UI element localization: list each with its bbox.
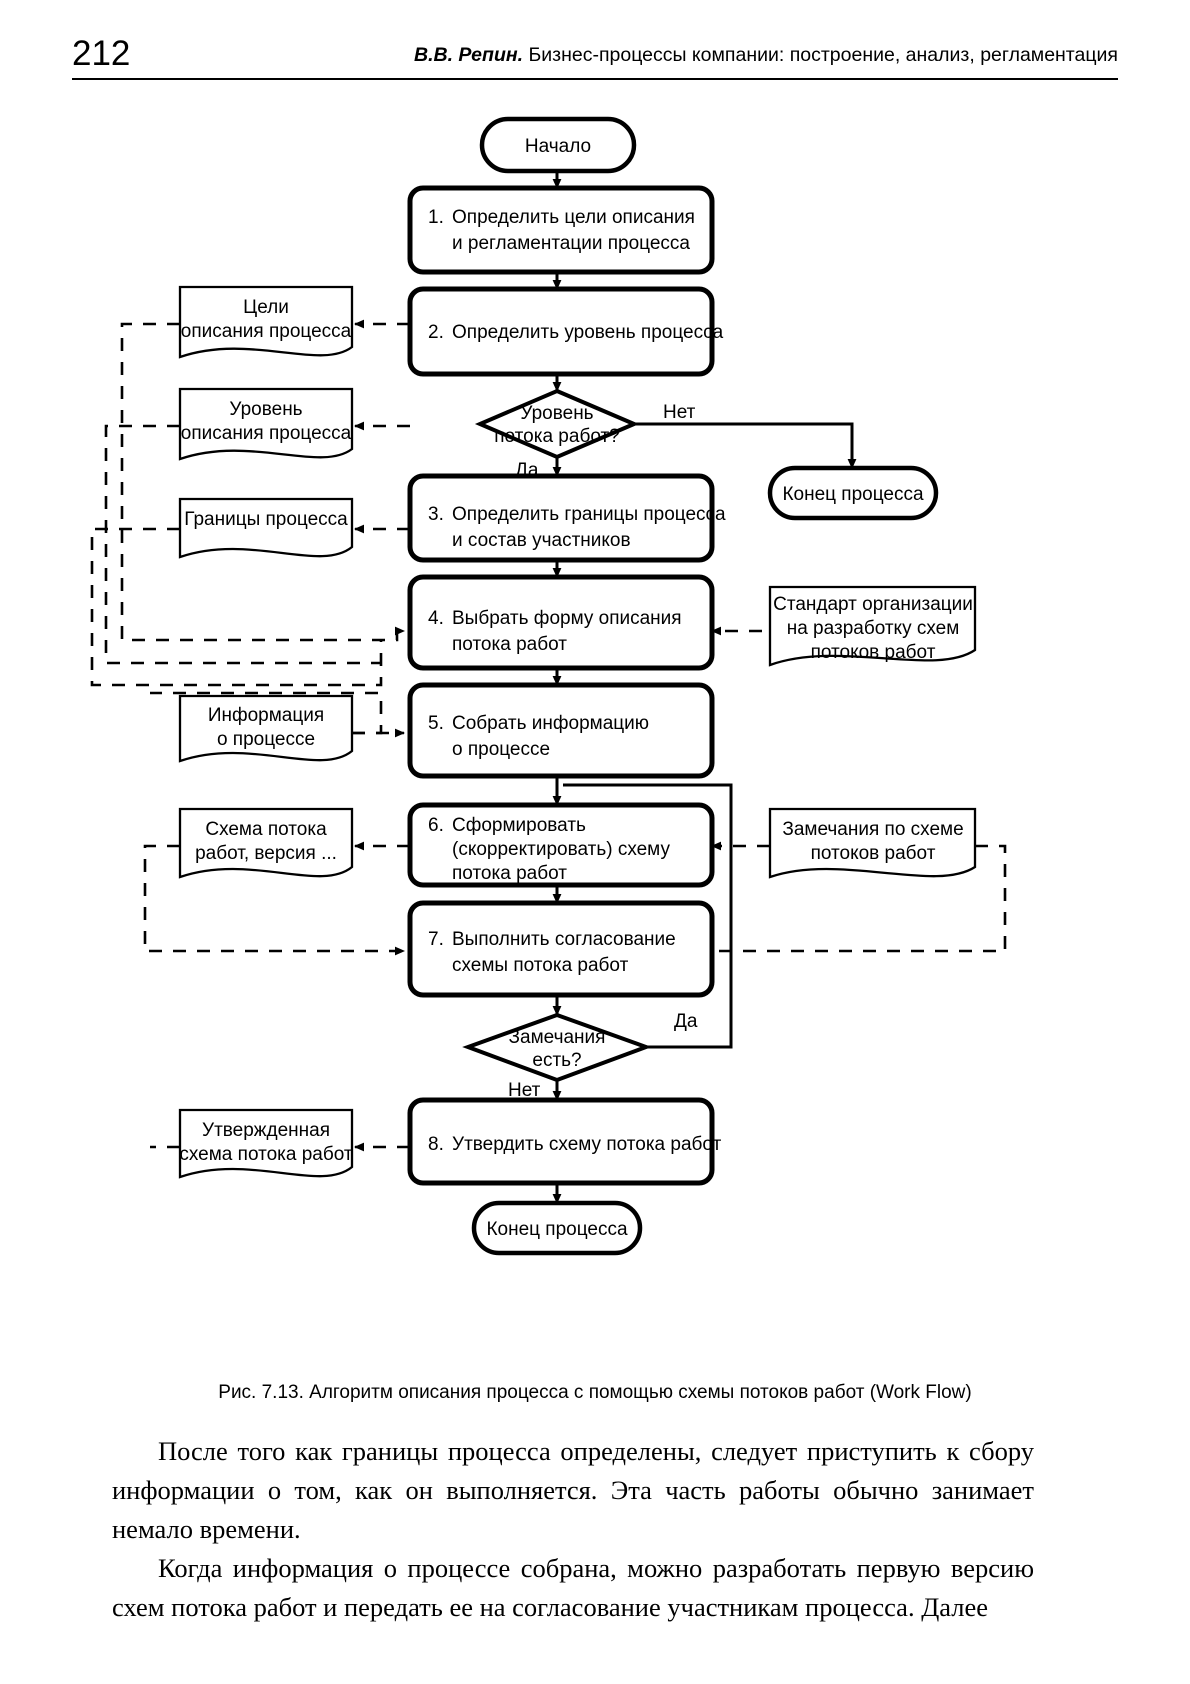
running-head-title: В.В. Репин. Бизнес-процессы компании: по… xyxy=(414,43,1118,67)
paragraph-2: Когда информация о процессе собрана, мож… xyxy=(112,1553,1034,1622)
process-step-6: 6. Сформировать (скорректировать) схему … xyxy=(407,802,715,888)
step-5-number: 5. xyxy=(428,713,444,734)
dash-doc1-rail-to-s4 xyxy=(120,322,405,642)
dash-doc6-rail-to-s7 xyxy=(143,844,405,956)
document-shape-info: Информация о процессе xyxy=(178,694,354,763)
document-shape-boundaries: Границы процесса xyxy=(178,497,354,559)
body-text: После того как границы процесса определе… xyxy=(112,1432,1034,1627)
step-1-line1: Определить цели описания xyxy=(452,207,695,228)
step-1-number: 1. xyxy=(428,207,444,228)
doc-5-line2: о процессе xyxy=(217,729,315,750)
step-8-number: 8. xyxy=(428,1134,444,1155)
doc-4-line1: Стандарт организации xyxy=(773,594,973,615)
decision-1-line1: Уровень xyxy=(520,403,593,424)
step-6-line2: (скорректировать) схему xyxy=(452,839,670,860)
process-step-4: 4. Выбрать форму описания потока работ xyxy=(407,574,715,671)
terminator-end-bottom-label: Конец процесса xyxy=(486,1219,628,1240)
branch-d1-no xyxy=(634,422,857,469)
process-step-1: 1. Определить цели описания и регламента… xyxy=(407,185,715,275)
step-8-line1: Утвердить схему потока работ xyxy=(452,1134,722,1155)
step-1-line2: и регламентации процесса xyxy=(452,233,690,254)
terminator-end-right: Конец процесса xyxy=(767,465,939,521)
decision-2-no-label: Нет xyxy=(508,1080,541,1101)
doc-7-line1: Замечания по схеме xyxy=(782,819,963,840)
running-head-book: Бизнес-процессы компании: построение, ан… xyxy=(523,44,1118,66)
step-7-line2: схемы потока работ xyxy=(452,955,629,976)
doc-5-line1: Информация xyxy=(208,705,324,726)
document-shape-standard: Стандарт организации на разработку схем … xyxy=(768,585,977,667)
step-7-number: 7. xyxy=(428,929,444,950)
doc-7-line2: потоков работ xyxy=(811,843,936,864)
control-flow-connectors xyxy=(552,170,857,1204)
doc-4-line2: на разработку схем xyxy=(787,618,960,639)
doc-6-line1: Схема потока xyxy=(205,819,327,840)
header-divider xyxy=(72,78,1118,80)
document-shape-approved: Утвержденная схема потока работ xyxy=(178,1108,354,1179)
dash-doc5-rail xyxy=(150,691,383,735)
decision-2: Замечания есть? Да Нет xyxy=(462,1011,698,1101)
decision-1: Уровень потока работ? Нет Да xyxy=(474,388,696,481)
doc-8-line2: схема потока работ xyxy=(179,1144,352,1165)
step-6-line3: потока работ xyxy=(452,863,567,884)
terminator-start-label: Начало xyxy=(525,136,591,157)
decision-1-line2: потока работ? xyxy=(494,426,620,447)
step-5-line2: о процессе xyxy=(452,739,550,760)
process-step-3: 3. Определить границы процесса и состав … xyxy=(407,473,726,563)
document-shape-goals: Цели описания процесса xyxy=(178,285,354,359)
doc-3-line1: Границы процесса xyxy=(184,509,348,530)
doc-1-line1: Цели xyxy=(243,297,289,318)
terminator-end-right-label: Конец процесса xyxy=(782,484,924,505)
doc-2-line1: Уровень xyxy=(229,399,302,420)
step-7-line1: Выполнить согласование xyxy=(452,929,676,950)
data-flow-connectors xyxy=(90,319,1007,1152)
decision-2-line2: есть? xyxy=(532,1050,581,1071)
step-6-number: 6. xyxy=(428,815,444,836)
document-shape-level: Уровень описания процесса xyxy=(178,387,354,461)
decision-2-line1: Замечания xyxy=(509,1027,606,1048)
flowchart-figure: Начало 1. Определить цели описания и рег… xyxy=(0,95,1190,1310)
document-shape-remarks: Замечания по схеме потоков работ xyxy=(768,807,977,879)
step-4-line2: потока работ xyxy=(452,634,567,655)
step-3-line2: и состав участников xyxy=(452,530,631,551)
doc-2-line2: описания процесса xyxy=(181,423,352,444)
figure-caption: Рис. 7.13. Алгоритм описания процесса с … xyxy=(218,1382,972,1403)
decision-1-no-label: Нет xyxy=(663,402,696,423)
process-step-5: 5. Собрать информацию о процессе xyxy=(407,682,715,779)
step-5-line1: Собрать информацию xyxy=(452,713,649,734)
terminator-start: Начало xyxy=(479,116,637,174)
doc-8-line1: Утвержденная xyxy=(202,1120,330,1141)
terminator-end-bottom: Конец процесса xyxy=(471,1200,643,1256)
dash-doc3-rail-to-s4 xyxy=(90,527,383,687)
step-2-number: 2. xyxy=(428,322,444,343)
process-step-2: 2. Определить уровень процесса xyxy=(407,286,724,377)
step-6-line1: Сформировать xyxy=(452,815,586,836)
running-head-author: В.В. Репин. xyxy=(414,44,524,66)
decision-2-yes-label: Да xyxy=(674,1011,698,1032)
branch-d2-yes-loopback xyxy=(563,783,733,1049)
page-header: 212 В.В. Репин. Бизнес-процессы компании… xyxy=(72,34,1118,78)
step-4-number: 4. xyxy=(428,608,444,629)
paragraph-1: После того как границы процесса определе… xyxy=(112,1436,1034,1544)
step-3-number: 3. xyxy=(428,504,444,525)
dash-doc2-rail-to-s4 xyxy=(104,424,381,665)
step-3-line1: Определить границы процесса xyxy=(452,504,726,525)
dash-doc7-rail-from-s7 xyxy=(715,844,1007,953)
doc-6-line2: работ, версия ... xyxy=(195,843,337,864)
doc-4-line3: потоков работ xyxy=(811,642,936,663)
step-2-line1: Определить уровень процесса xyxy=(452,322,724,343)
page-number: 212 xyxy=(72,34,131,73)
process-step-7: 7. Выполнить согласование схемы потока р… xyxy=(407,900,715,998)
doc-1-line2: описания процесса xyxy=(181,321,352,342)
process-step-8: 8. Утвердить схему потока работ xyxy=(407,1097,722,1186)
step-4-line1: Выбрать форму описания xyxy=(452,608,682,629)
document-shape-scheme-version: Схема потока работ, версия ... xyxy=(178,807,354,879)
